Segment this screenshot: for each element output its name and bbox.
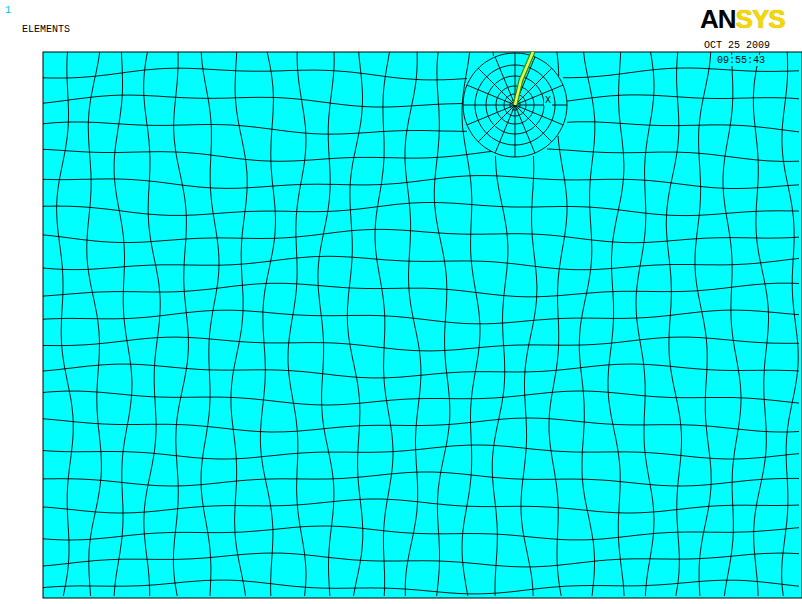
mesh-line bbox=[515, 85, 563, 105]
mesh-line bbox=[782, 52, 799, 596]
mesh-line bbox=[636, 52, 654, 596]
mesh-line bbox=[557, 52, 559, 76]
mesh-line bbox=[549, 136, 567, 596]
window-number: 1 bbox=[5, 5, 11, 16]
mesh-line bbox=[288, 52, 306, 596]
mesh-line bbox=[43, 526, 799, 540]
mesh-line bbox=[43, 553, 799, 567]
mesh-line bbox=[43, 95, 463, 107]
mesh-line bbox=[43, 176, 799, 189]
date-stamp: OCT 25 2009 bbox=[704, 40, 770, 51]
mesh-line bbox=[753, 52, 768, 596]
mesh-line bbox=[579, 52, 595, 596]
mesh-line bbox=[567, 95, 799, 101]
mesh-line bbox=[144, 52, 161, 596]
ansys-logo: ANSYS bbox=[700, 4, 785, 35]
mesh-line bbox=[43, 580, 799, 594]
mesh-line bbox=[567, 122, 799, 132]
mesh-line bbox=[43, 229, 799, 242]
mesh-line bbox=[43, 337, 799, 351]
mesh-line bbox=[43, 283, 799, 297]
mesh-line bbox=[478, 105, 515, 142]
mesh-line bbox=[43, 122, 467, 134]
mesh-line bbox=[467, 105, 515, 125]
mesh-line bbox=[515, 105, 535, 153]
mesh-line bbox=[666, 52, 681, 596]
mesh-line bbox=[43, 149, 491, 161]
mesh-line bbox=[231, 52, 247, 596]
mesh-line bbox=[260, 52, 275, 596]
mesh-line bbox=[515, 105, 567, 106]
mesh-line bbox=[375, 52, 393, 596]
mesh-line bbox=[57, 52, 74, 596]
crack bbox=[515, 52, 533, 105]
mesh-line bbox=[87, 52, 102, 596]
mesh-line bbox=[521, 156, 537, 596]
plot-title: ELEMENTS bbox=[22, 24, 70, 35]
mesh-line bbox=[43, 364, 799, 378]
mesh-line bbox=[547, 149, 799, 161]
mesh-line bbox=[723, 52, 741, 596]
mesh-line bbox=[463, 53, 567, 157]
mesh-line bbox=[173, 52, 188, 596]
axis-label: X bbox=[544, 95, 552, 106]
mesh-line bbox=[695, 52, 711, 596]
mesh-line bbox=[463, 105, 515, 106]
mesh-line bbox=[201, 52, 219, 596]
mesh-line bbox=[43, 310, 799, 324]
mesh-line bbox=[515, 105, 516, 157]
mesh-line bbox=[434, 52, 450, 596]
mesh-line bbox=[43, 256, 799, 269]
mesh-line bbox=[43, 418, 799, 432]
mesh-line bbox=[114, 52, 132, 596]
mesh-line bbox=[493, 52, 495, 56]
mesh-line bbox=[515, 105, 552, 142]
time-stamp: 09:55:43 bbox=[716, 55, 766, 66]
mesh-line bbox=[43, 391, 799, 405]
mesh-line bbox=[43, 472, 799, 486]
mesh-line bbox=[495, 57, 515, 105]
mesh-line bbox=[492, 156, 508, 596]
mesh-line bbox=[478, 68, 515, 105]
mesh-line bbox=[43, 445, 799, 459]
mesh-line bbox=[43, 203, 799, 216]
mesh-line bbox=[43, 499, 799, 513]
mesh-line bbox=[608, 52, 624, 596]
mesh-line bbox=[43, 68, 467, 80]
mesh-line bbox=[563, 68, 799, 78]
crack bbox=[515, 52, 533, 105]
mesh-line bbox=[405, 52, 421, 596]
mesh-region bbox=[43, 52, 802, 598]
